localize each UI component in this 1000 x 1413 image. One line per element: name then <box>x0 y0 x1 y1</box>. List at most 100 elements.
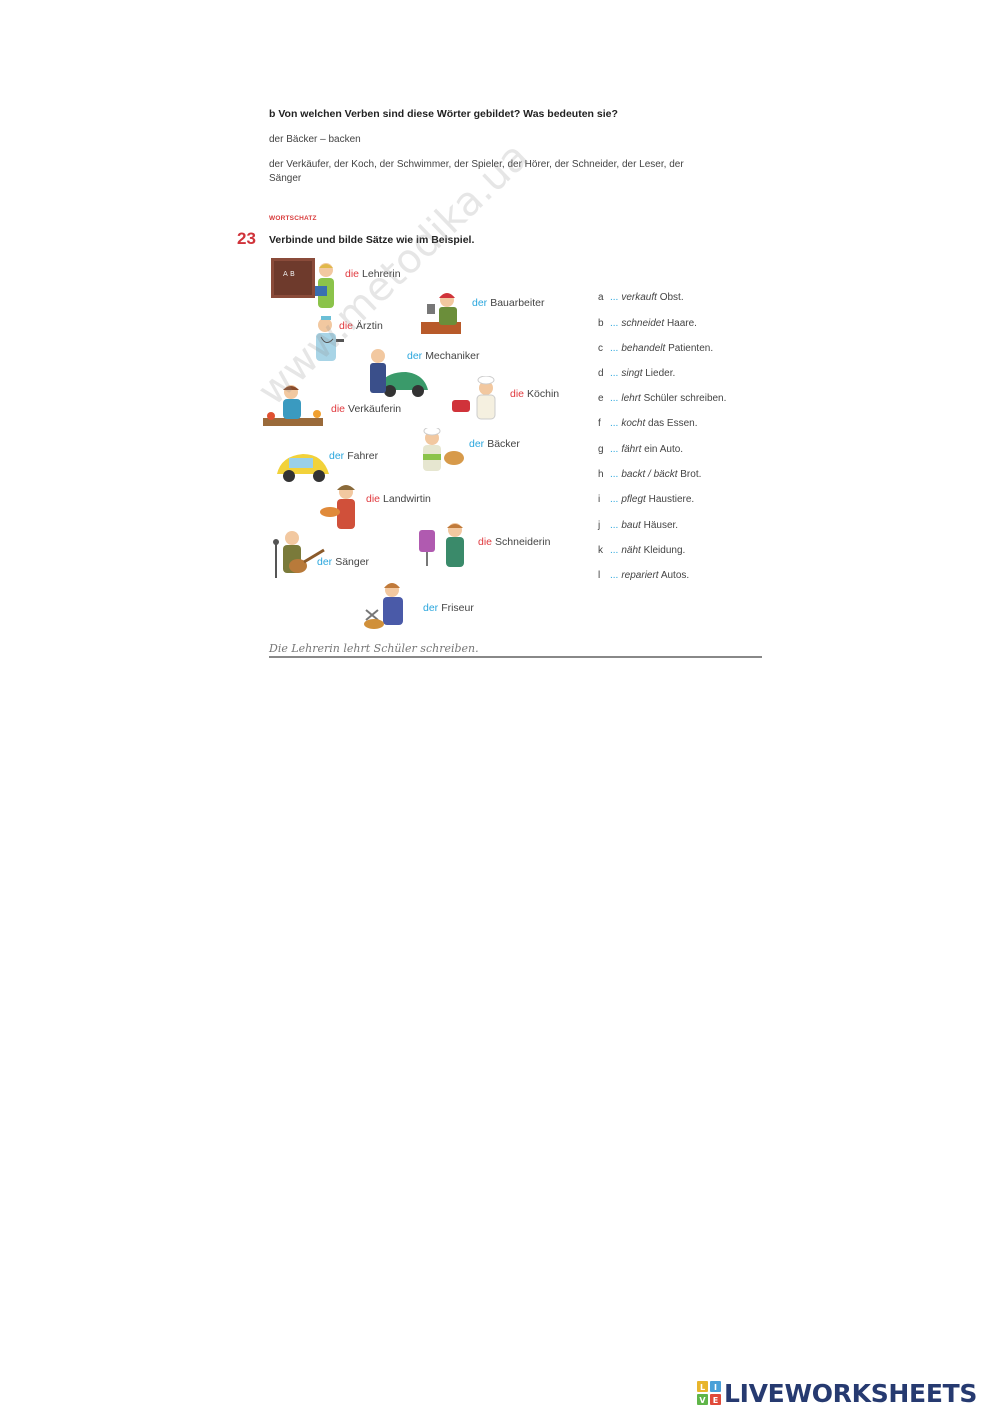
activity-verb: fährt <box>621 444 642 455</box>
activity-letter: e <box>598 393 604 404</box>
activity-verb: pflegt <box>621 494 646 505</box>
svg-text:L: L <box>700 1383 705 1392</box>
activity-dots: ... <box>610 494 619 505</box>
activity-b: b...schneidet Haare. <box>598 318 697 329</box>
activity-dots: ... <box>610 545 619 556</box>
activity-dots: ... <box>610 520 619 531</box>
svg-text:A B: A B <box>283 270 295 278</box>
task-b-example: der Bäcker – backen <box>269 134 361 145</box>
activity-verb: repariert <box>621 570 659 581</box>
activity-dots: ... <box>610 418 619 429</box>
activity-dots: ... <box>610 292 619 303</box>
job-article: der <box>407 350 423 362</box>
exercise-heading: Verbinde und bilde Sätze wie im Beispiel… <box>269 234 475 246</box>
baker-illustration <box>423 428 464 471</box>
job-article: die <box>366 493 381 505</box>
svg-text:I: I <box>714 1383 717 1392</box>
driver-illustration <box>277 454 329 482</box>
job-noun: Bauarbeiter <box>490 297 545 309</box>
activity-rest: das Essen. <box>648 418 698 429</box>
logo-grid-icon: L I V E <box>697 1381 721 1405</box>
job-noun: Friseur <box>441 602 474 614</box>
activity-rest: Brot. <box>680 469 702 480</box>
job-article: der <box>469 438 485 450</box>
job-article: der <box>317 556 333 568</box>
farmer-illustration <box>320 485 355 529</box>
exercise-number: 23 <box>237 229 256 248</box>
construction-worker-illustration <box>421 293 461 334</box>
activity-verb: singt <box>621 368 643 379</box>
hairdresser-illustration <box>364 583 403 629</box>
activity-k: k...näht Kleidung. <box>598 545 685 556</box>
saleswoman-illustration <box>263 385 323 426</box>
job-article: der <box>329 450 345 462</box>
job-noun: Schneiderin <box>495 536 551 548</box>
activity-rest: Häuser. <box>643 520 679 531</box>
activity-l: l...repariert Autos. <box>598 570 689 581</box>
activity-dots: ... <box>610 393 619 404</box>
activity-letter: i <box>598 494 601 505</box>
activity-rest: Obst. <box>659 292 684 303</box>
svg-text:V: V <box>699 1396 706 1405</box>
activity-letter: a <box>598 292 604 303</box>
activity-letter: c <box>598 343 603 354</box>
job-noun: Mechaniker <box>425 350 480 362</box>
doctor-illustration <box>316 316 344 361</box>
job-article: die <box>331 403 346 415</box>
activity-rest: Schüler schreiben. <box>643 393 727 404</box>
activity-dots: ... <box>610 368 619 379</box>
activity-verb: backt / bäckt <box>621 469 678 480</box>
activity-verb: behandelt <box>621 343 666 354</box>
activity-dots: ... <box>610 318 619 329</box>
activity-j: j...baut Häuser. <box>598 520 678 531</box>
section-label: WORTSCHATZ <box>269 215 317 222</box>
cook-illustration <box>452 376 496 420</box>
mechanic-illustration <box>370 349 428 397</box>
job-noun: Landwirtin <box>383 493 431 505</box>
activity-verb: baut <box>621 520 641 531</box>
activity-verb: schneidet <box>621 318 665 329</box>
activity-letter: g <box>598 444 604 455</box>
job-article: der <box>472 297 488 309</box>
liveworksheets-logo: L I V E LIVEWORKSHEETS <box>697 1377 977 1409</box>
job-article: die <box>478 536 493 548</box>
job-noun: Fahrer <box>347 450 379 462</box>
activity-rest: Patienten. <box>668 343 714 354</box>
job-noun: Sänger <box>335 556 370 568</box>
activity-dots: ... <box>610 343 619 354</box>
activity-letter: k <box>598 545 603 556</box>
activity-rest: Autos. <box>660 570 690 581</box>
job-article: die <box>345 268 360 280</box>
activity-verb: näht <box>621 545 641 556</box>
activity-g: g...fährt ein Auto. <box>598 444 683 455</box>
activity-dots: ... <box>610 570 619 581</box>
job-noun: Ärztin <box>356 320 383 332</box>
example-sentence: Die Lehrerin lehrt Schüler schreiben. <box>269 642 479 655</box>
activity-i: i...pflegt Haustiere. <box>598 494 694 505</box>
task-b-word-list: der Verkäufer, der Koch, der Schwimmer, … <box>269 159 684 184</box>
activity-letter: d <box>598 368 604 379</box>
activity-letter: l <box>598 570 601 581</box>
activity-letter: f <box>598 418 601 429</box>
activity-rest: Lieder. <box>645 368 676 379</box>
job-noun: Verkäuferin <box>348 403 402 415</box>
teacher-illustration: A B <box>271 258 334 308</box>
job-article: die <box>339 320 354 332</box>
activity-a: a...verkauft Obst. <box>598 292 684 303</box>
activity-f: f...kocht das Essen. <box>598 418 698 429</box>
activity-letter: j <box>598 520 601 531</box>
svg-text:E: E <box>713 1396 718 1405</box>
activity-rest: ein Auto. <box>644 444 684 455</box>
activity-verb: lehrt <box>621 393 641 404</box>
